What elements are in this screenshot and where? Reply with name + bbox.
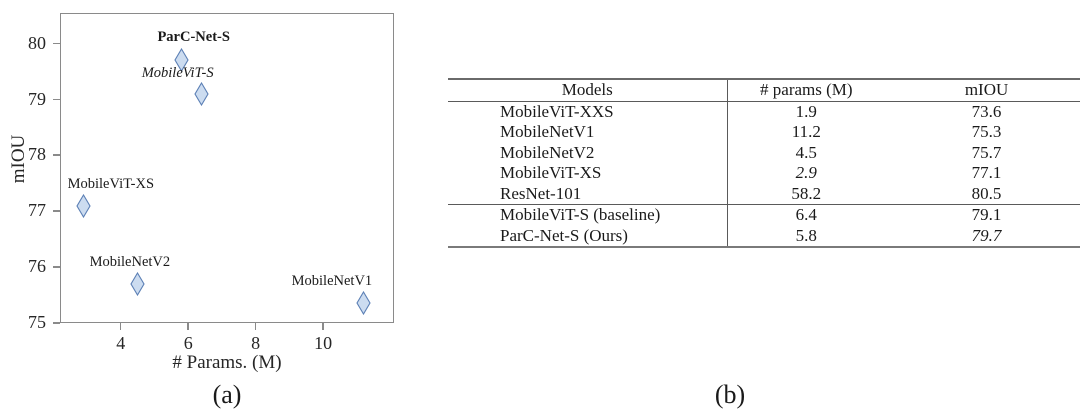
y-tick-label: 76: [28, 256, 46, 277]
caption-a: (a): [212, 380, 242, 409]
cell-miou: 79.7: [885, 225, 1080, 248]
table-row: MobileNetV1 11.2 75.3: [448, 122, 1080, 143]
scatter-marker-diamond: [356, 291, 371, 316]
point-label: MobileViT-XS: [67, 175, 155, 192]
y-tick-mark: [53, 42, 60, 45]
cell-model: MobileViT-XXS: [448, 100, 728, 122]
cell-miou: 77.1: [971, 163, 1002, 182]
cell-params: 11.2: [791, 122, 821, 141]
x-tick-label: 10: [314, 333, 333, 353]
x-tick-label: 8: [251, 333, 261, 353]
point-label: MobileViT-S: [141, 64, 214, 81]
scatter-marker-diamond: [76, 193, 91, 218]
cell-params: 5.8: [727, 225, 886, 248]
plot-frame: [60, 13, 394, 323]
point-label: MobileNetV2: [89, 253, 171, 270]
point-label: ParC-Net-S: [157, 29, 230, 46]
y-tick-label: 75: [28, 312, 46, 332]
table-row: MobileNetV2 4.5 75.7: [448, 142, 1080, 163]
cell-miou: 80.5: [971, 183, 1002, 203]
cell-model: ParC-Net-S (Ours): [448, 225, 728, 248]
cell-miou: 79.1: [885, 204, 1080, 226]
x-tick-label: 4: [116, 333, 126, 353]
scatter-marker-diamond: [194, 81, 209, 106]
x-tick-mark: [322, 323, 324, 330]
point-label: MobileNetV1: [291, 273, 373, 290]
cell-miou: 75.3: [971, 122, 1002, 141]
x-tick-mark: [119, 323, 122, 330]
column-header-models: Models: [448, 78, 728, 101]
y-tick-mark: [53, 154, 60, 156]
x-tick-mark: [187, 323, 189, 330]
cell-miou: 75.7: [971, 142, 1002, 162]
scatter-marker-diamond: [130, 271, 145, 296]
table-head: Models # params (M) mIOU: [448, 78, 1080, 101]
y-tick-mark: [53, 266, 60, 268]
y-axis-title: mIOU: [8, 134, 29, 184]
column-header-miou: mIOU: [885, 78, 1080, 101]
cell-params: 4.5: [795, 142, 817, 162]
cell-model: MobileNetV2: [448, 142, 728, 163]
x-axis-title: # Params. (M): [172, 352, 282, 373]
figure-a-scatter-plot: 75 76 77 78 79 80 4 6 8 10 mIOU # Params. (M) Pa…: [0, 0, 440, 419]
table-header-row: Models # params (M) mIOU: [448, 78, 1080, 101]
y-tick-mark: [53, 210, 60, 212]
cell-params: 6.4: [727, 204, 886, 226]
cell-model: MobileViT-S (baseline): [448, 204, 728, 226]
cell-model: ResNet-101: [448, 183, 728, 205]
cell-model: MobileNetV1: [448, 122, 728, 143]
x-tick-mark: [254, 323, 257, 330]
caption-b: (b): [714, 380, 746, 409]
table-row: MobileViT-XS 2.9 77.1: [448, 163, 1080, 184]
y-tick-label: 78: [28, 144, 46, 165]
y-tick-label: 77: [28, 200, 46, 221]
cell-model: MobileViT-XS: [448, 163, 728, 184]
cell-params: 1.9: [727, 100, 886, 122]
x-tick-label: 6: [183, 333, 193, 353]
y-tick-mark: [53, 322, 60, 324]
table-row: ResNet-101 58.2 80.5: [448, 183, 1080, 205]
cell-miou: 73.6: [885, 100, 1080, 122]
y-tick-label: 80: [28, 32, 46, 53]
cell-params: 2.9: [795, 163, 817, 182]
cell-params: 58.2: [791, 183, 822, 203]
column-header-params: # params (M): [727, 78, 886, 101]
y-tick-label: 79: [28, 88, 46, 109]
scatter-marker-diamond: [174, 48, 189, 73]
y-tick-mark: [53, 98, 60, 101]
